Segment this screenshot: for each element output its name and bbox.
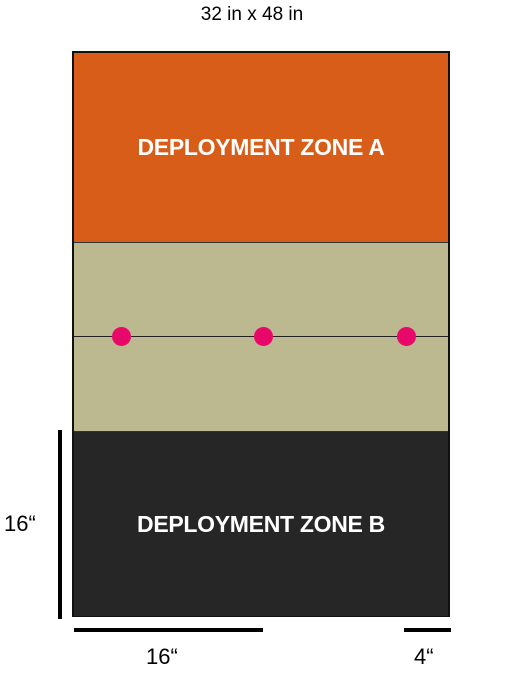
objective-marker-center — [254, 327, 273, 346]
width-dimension-label: 16“ — [146, 644, 178, 669]
deployment-zone-a: DEPLOYMENT ZONE A — [74, 53, 448, 243]
objective-marker-right — [397, 327, 416, 346]
no-mans-land — [74, 243, 448, 431]
depth-ruler — [58, 430, 62, 619]
depth-dimension-label: 16“ — [4, 511, 36, 536]
edge-offset-ruler — [404, 628, 451, 632]
deployment-zone-a-label: DEPLOYMENT ZONE A — [137, 134, 385, 160]
objective-marker-left — [112, 327, 131, 346]
deployment-zone-b: DEPLOYMENT ZONE B — [74, 431, 448, 616]
board-size-title: 32 in x 48 in — [200, 4, 304, 25]
width-ruler — [74, 628, 263, 632]
game-board: DEPLOYMENT ZONE A DEPLOYMENT ZONE B — [72, 51, 450, 617]
edge-offset-label: 4“ — [414, 644, 434, 669]
deployment-zone-b-label: DEPLOYMENT ZONE B — [137, 510, 385, 537]
